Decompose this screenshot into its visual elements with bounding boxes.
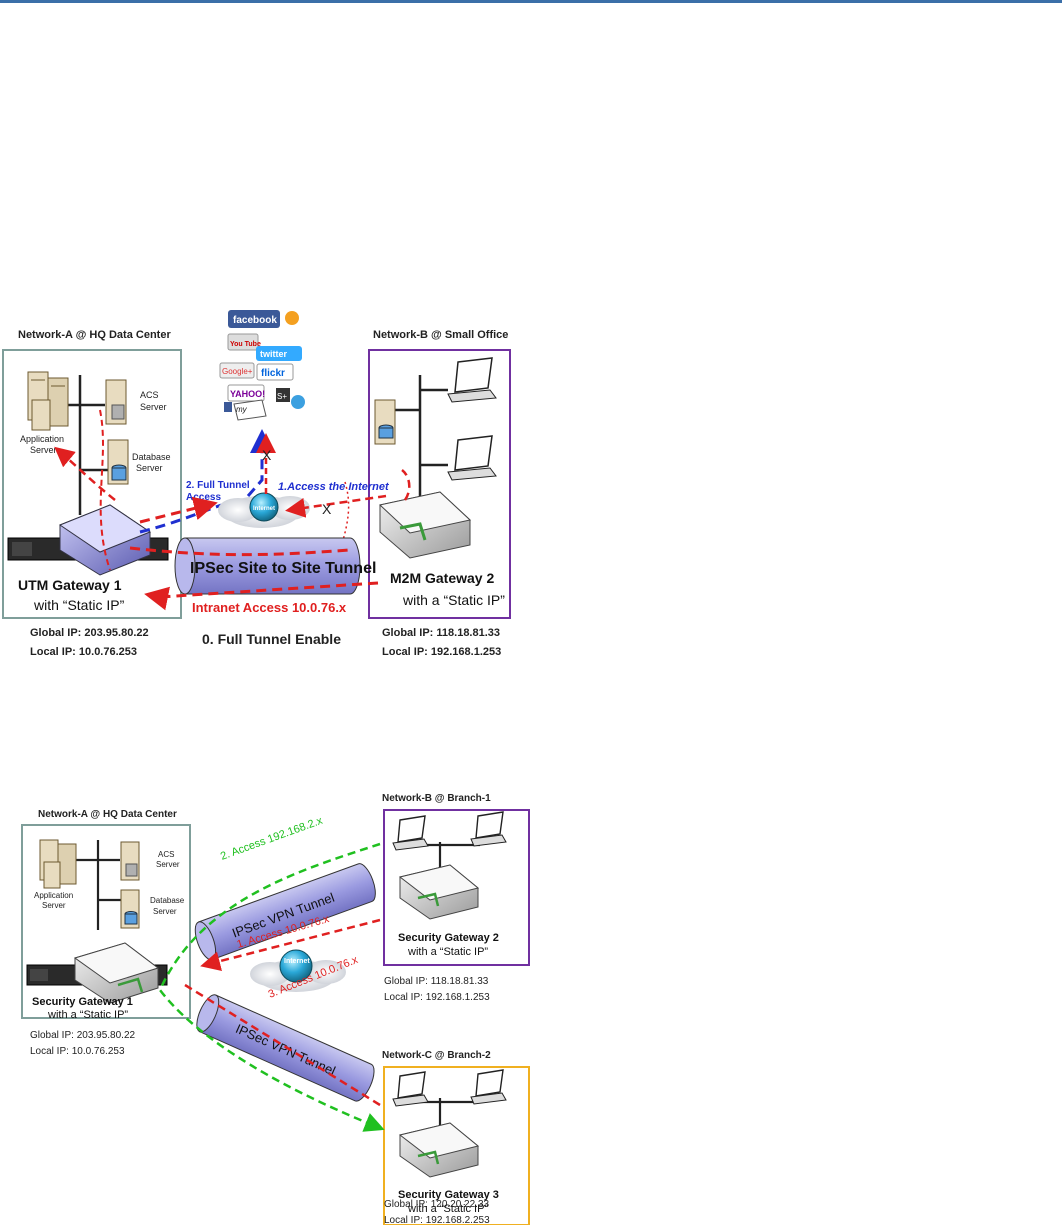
google-plus-icon: Google+ <box>222 367 253 376</box>
network-b-box <box>383 809 530 966</box>
gateway1-name: UTM Gateway 1 <box>18 577 122 593</box>
full-tunnel-access-label-2: Access <box>186 492 221 503</box>
laptop-icon <box>470 1069 507 1105</box>
gateway2-name: M2M Gateway 2 <box>390 570 494 586</box>
intranet-path-upper <box>129 546 351 557</box>
network-b-box <box>368 349 511 619</box>
network-c-label: Network-C @ Branch-2 <box>382 1050 491 1061</box>
application-server-label-2: Server <box>42 901 66 910</box>
network-a-label: Network-A @ HQ Data Center <box>38 809 177 820</box>
internet-label: Internet <box>284 958 310 965</box>
social-media-cluster: facebook You Tube twitter Google+ flickr… <box>219 310 305 421</box>
database-server-label-2: Server <box>153 907 177 916</box>
gateway2-name: Security Gateway 2 <box>398 932 499 944</box>
full-tunnel-access-label-1: 2. Full Tunnel <box>186 480 250 491</box>
security-gateway-2-icon <box>398 864 480 920</box>
m2m-gateway-2-icon <box>378 491 472 559</box>
internet-cloud: Internet <box>250 949 346 992</box>
internet-label: Internet <box>253 506 275 512</box>
full-tunnel-diagram: Network-A @ HQ Data Center Network-B @ S… <box>2 310 511 658</box>
gateway2-local-ip: Local IP: 192.168.1.253 <box>382 646 501 658</box>
database-server-label-1: Database <box>132 452 171 462</box>
network-a-wiring <box>76 840 124 930</box>
network-b-label: Network-B @ Branch-1 <box>382 793 491 804</box>
access-internet-label: 1.Access the Internet <box>278 481 390 493</box>
acs-server-label-1: ACS <box>158 850 174 859</box>
database-server-icon <box>120 889 140 929</box>
blocked-mark-top: X <box>262 447 272 463</box>
myspace-s-icon: S+ <box>277 392 287 401</box>
gateway1-ip-type: with “Static IP” <box>33 597 125 613</box>
globe-icon <box>279 949 313 983</box>
tunnel-label: IPSec Site to Site Tunnel <box>190 560 376 577</box>
network-a-label: Network-A @ HQ Data Center <box>18 329 171 341</box>
laptop-icon <box>392 815 429 851</box>
gateway3-name: Security Gateway 3 <box>398 1189 499 1201</box>
application-server-icon <box>39 839 77 889</box>
intranet-access-label: Intranet Access 10.0.76.x <box>192 600 347 615</box>
gateway1-global-ip: Global IP: 203.95.80.22 <box>30 627 149 639</box>
acs-server-label-1: ACS <box>140 390 159 400</box>
utm-gateway-1-icon <box>7 504 169 576</box>
network-c-box <box>383 1066 530 1225</box>
gateway3-ip-type: with a “Static IP” <box>407 1203 488 1215</box>
gateway2-global-ip: Global IP: 118.18.81.33 <box>384 976 489 987</box>
application-server-label-1: Application <box>20 434 64 444</box>
intranet-path <box>144 581 379 611</box>
laptop-icon <box>447 435 497 481</box>
tunnel-route-path <box>337 481 350 553</box>
youtube-icon: You Tube <box>230 341 261 348</box>
network-a-box <box>21 824 191 1019</box>
gateway3-local-ip: Local IP: 192.168.2.253 <box>384 1215 490 1225</box>
branch-server-icon <box>374 399 396 445</box>
acs-server-label-2: Server <box>140 402 167 412</box>
access-2-label: 2. Access 192.168.2.x <box>219 815 325 863</box>
internal-path <box>99 409 111 571</box>
gateway3-global-ip: Global IP: 120.20.22.33 <box>384 1199 490 1210</box>
ipsec-tunnel: IPSec Site to Site Tunnel <box>174 537 376 595</box>
to-application-server-path <box>54 446 116 501</box>
acs-server-icon <box>105 379 127 425</box>
facebook-icon: facebook <box>233 315 277 326</box>
laptop-icon <box>470 811 507 847</box>
database-server-label-1: Database <box>150 896 185 905</box>
network-b-wiring <box>395 375 448 510</box>
acs-server-icon <box>120 841 140 881</box>
flickr-icon: flickr <box>261 368 285 379</box>
my-icon: my <box>236 405 248 414</box>
blocked-mark-right: X <box>322 501 332 517</box>
gateway2-internet-path <box>290 469 411 510</box>
security-gateway-3-icon <box>398 1122 480 1178</box>
gateway2-ip-type: with a “Static IP” <box>407 946 488 958</box>
access-green-path <box>158 842 385 1132</box>
laptop-icon <box>392 1071 429 1107</box>
gateway2-local-ip: Local IP: 192.168.1.253 <box>384 992 490 1003</box>
full-tunnel-enable-label: 0. Full Tunnel Enable <box>202 631 341 647</box>
gateway1-name: Security Gateway 1 <box>32 996 133 1008</box>
site-to-site-diagram: Network-A @ HQ Data Center Network-B @ B… <box>21 793 530 1225</box>
internet-cloud: Internet <box>218 492 310 528</box>
database-server-label-2: Server <box>136 463 163 473</box>
network-a-box <box>2 349 182 619</box>
gateway1-global-ip: Global IP: 203.95.80.22 <box>30 1030 136 1041</box>
ipsec-vpn-tunnel-upper: IPSec VPN Tunnel <box>194 863 376 961</box>
application-server-label-2: Server <box>30 445 57 455</box>
application-server-icon <box>27 371 69 431</box>
gateway1-local-ip: Local IP: 10.0.76.253 <box>30 1046 125 1057</box>
gateway1-ip-type: with a “Static IP” <box>47 1009 128 1021</box>
access-1-path <box>200 918 381 971</box>
acs-server-label-2: Server <box>156 860 180 869</box>
application-server-label-1: Application <box>34 891 73 900</box>
header-rule <box>0 0 1062 3</box>
network-b-label: Network-B @ Small Office <box>373 329 508 341</box>
gateway2-ip-type: with a “Static IP” <box>402 592 505 608</box>
gateway2-global-ip: Global IP: 118.18.81.33 <box>382 627 500 639</box>
laptop-icon <box>447 357 497 403</box>
gateway1-internet-path <box>139 496 218 524</box>
yahoo-icon: YAHOO! <box>230 389 265 399</box>
gateway1-local-ip: Local IP: 10.0.76.253 <box>30 646 137 658</box>
database-server-icon <box>107 439 129 485</box>
twitter-icon: twitter <box>260 349 287 359</box>
security-gateway-1-icon <box>26 942 168 1004</box>
